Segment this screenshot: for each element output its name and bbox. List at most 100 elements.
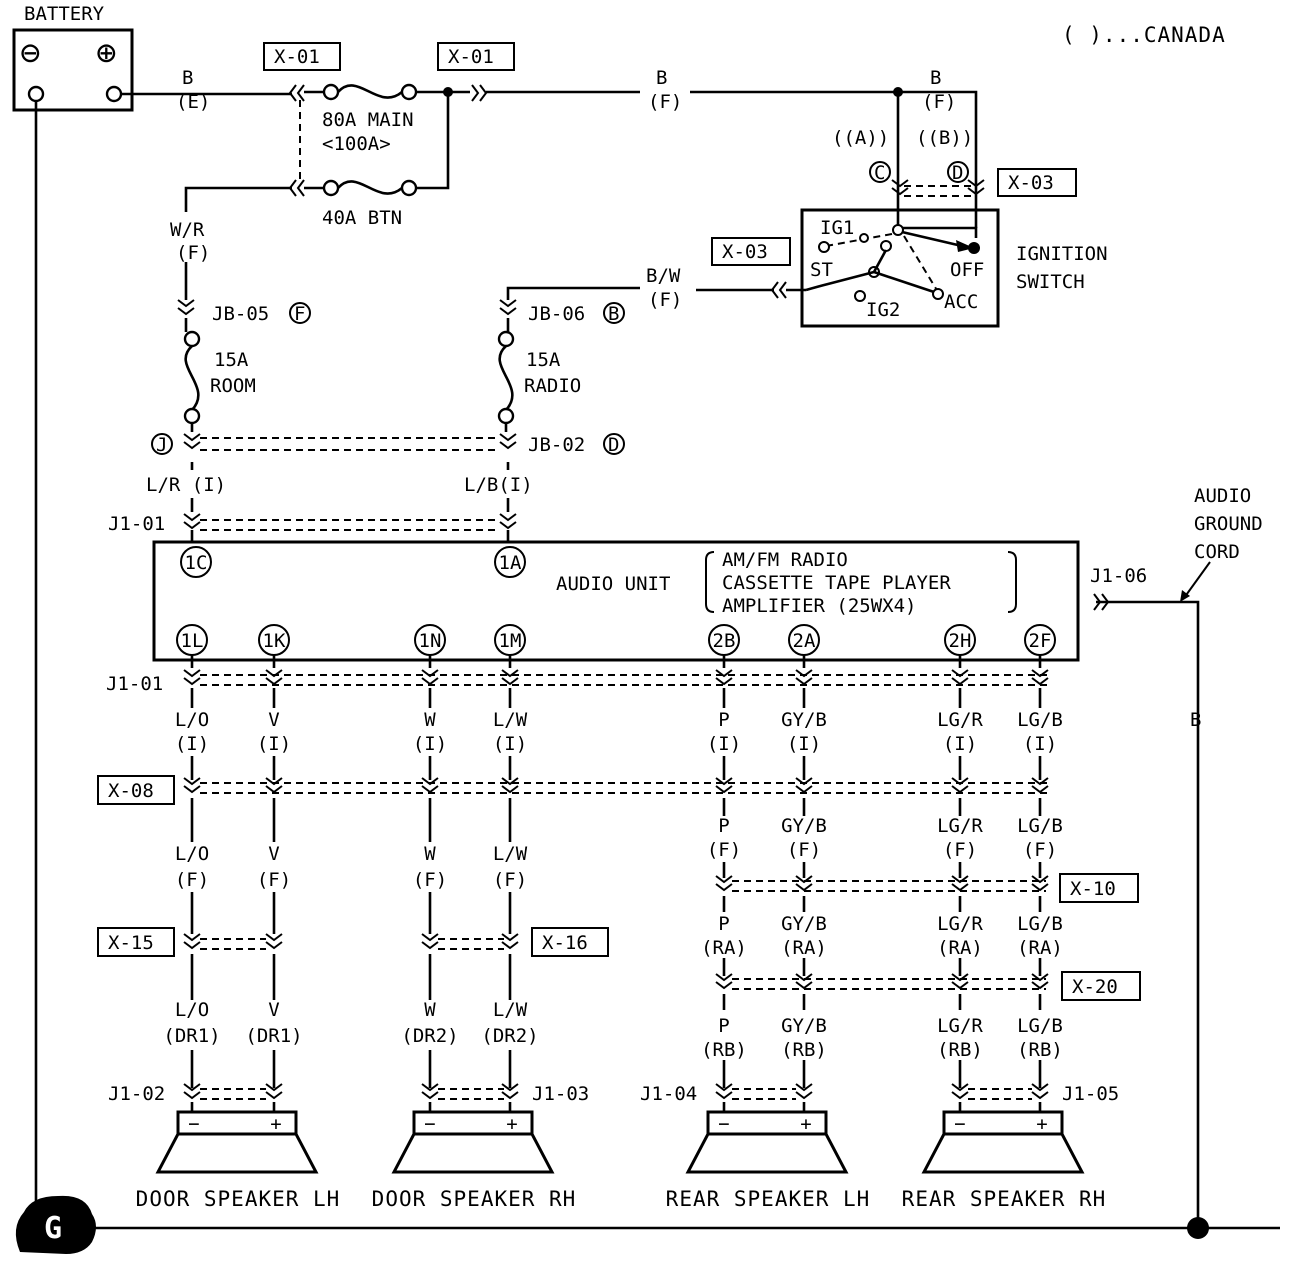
btn-fuse-terminal-left (322, 179, 340, 197)
speaker-4-cone-icon (921, 1132, 1085, 1174)
wire-6-connector-3 (795, 875, 813, 892)
wire-8-connector-4 (1031, 973, 1049, 990)
connector-x10 (1059, 873, 1139, 903)
main-fuse-rating: 80A MAIN (322, 109, 414, 131)
j-letter-circle (151, 433, 173, 455)
wire-8-code-ra: (RA) (1017, 937, 1063, 959)
wire-1-connector-1 (183, 669, 201, 686)
unit-terminal-label-2b: 2B (713, 630, 736, 652)
wire-5-code-ra: (RA) (701, 937, 747, 959)
speaker-2-minus-label: − (424, 1113, 435, 1135)
wire-3-connector-2 (421, 777, 439, 794)
wire-8-code-rb: (RB) (1017, 1039, 1063, 1061)
wire-label-bw-code: (F) (648, 289, 682, 311)
wire-4-connector-3 (501, 933, 519, 950)
connector-x03-top-label: X-03 (1008, 172, 1054, 194)
feature-cassette: CASSETTE TAPE PLAYER (722, 572, 951, 594)
battery-title: BATTERY (24, 3, 105, 25)
wire-2-code-f: (F) (257, 869, 291, 891)
j1-03-label: J1-03 (532, 1083, 589, 1105)
j1-05-dash-link (968, 1088, 1032, 1100)
connector-x16-label: X-16 (542, 932, 588, 954)
wire-3-code-f: (F) (413, 869, 447, 891)
wire-4-connector-1 (501, 669, 519, 686)
speaker-3-minus-label: − (718, 1113, 729, 1135)
wire-6-color-ra: GY/B (781, 913, 827, 935)
ground-symbol-icon: G (15, 1195, 96, 1254)
j1-06-label: J1-06 (1090, 565, 1147, 587)
ground-cord-line-2: GROUND (1194, 513, 1263, 535)
variant-b-label: ((B)) (916, 127, 973, 149)
speaker-2-plus-label: + (506, 1113, 517, 1135)
audio-ground-wire (1096, 600, 1200, 1228)
connector-x03-left-label: X-03 (722, 241, 768, 263)
main-fuse-terminal-right (400, 83, 418, 101)
ig2-label: IG2 (866, 299, 900, 321)
wire-1-connector-2 (183, 777, 201, 794)
acc-link (873, 270, 935, 294)
wire-7-color-rb: LG/R (937, 1015, 983, 1037)
wire-5-color-rb: P (718, 1015, 729, 1037)
wire-5-color-i: P (718, 709, 729, 731)
wire-7-color-i: LG/R (937, 709, 983, 731)
jb06-label: JB-06 (528, 303, 585, 325)
off-label: OFF (950, 259, 984, 281)
connector-chevron-jb06 (499, 299, 517, 316)
unit-terminal-1a (494, 546, 526, 578)
j-letter: J (156, 434, 167, 456)
wire-8-color-i: LG/B (1017, 709, 1063, 731)
wire-1-connector-3 (183, 933, 201, 950)
wire-8-color-ra: LG/B (1017, 913, 1063, 935)
j1-01-top-dash-link (200, 519, 500, 531)
battery-minus-icon: ⊖ (20, 33, 40, 73)
wire-4-connector-4 (501, 1083, 519, 1100)
connector-chevron-j1-01-right (499, 513, 517, 530)
wire-label-be-code: (E) (176, 91, 210, 113)
wire-label-wr-color: W/R (170, 219, 205, 241)
wire-7-color-ra: LG/R (937, 913, 983, 935)
battery-negative-terminal (27, 85, 45, 103)
wire-5-connector-2 (715, 777, 733, 794)
j1-04-label: J1-04 (640, 1083, 697, 1105)
unit-terminal-label-1c: 1C (185, 552, 208, 574)
speaker-1-plus-label: + (270, 1113, 281, 1135)
room-fuse-icon (184, 345, 200, 411)
ignition-title-b: SWITCH (1016, 271, 1085, 293)
wire-5-connector-4 (715, 973, 733, 990)
wire-5-color-f: P (718, 815, 729, 837)
ig2-contact (854, 290, 866, 302)
switch-blade (901, 230, 963, 248)
wire-8-connector-2 (1031, 777, 1049, 794)
connector-chevron-x01-btn (288, 179, 305, 197)
wire-3-connector-1 (421, 669, 439, 686)
btn-fuse-terminal-right (400, 179, 418, 197)
radio-fuse-icon (498, 345, 514, 411)
speaker-4-plus-label: + (1036, 1113, 1047, 1135)
jb02-letter-circle (603, 433, 625, 455)
wire-5-code-i: (I) (707, 733, 741, 755)
wire-8-color-rb: LG/B (1017, 1015, 1063, 1037)
j1-01-bottom-dash-link (200, 674, 1048, 686)
battery: BATTERY ⊖ ⊕ (12, 3, 134, 112)
wire-4-connector-2 (501, 777, 519, 794)
connector-chevron-x01-main (288, 84, 305, 102)
connector-x08 (97, 775, 175, 805)
wire-3-code-i: (I) (413, 733, 447, 755)
audio-unit: AUDIO UNIT AM/FM RADIO CASSETTE TAPE PLA… (152, 540, 1080, 662)
wire-1-color-f: L/O (175, 843, 209, 865)
wire-6-code-f: (F) (787, 839, 821, 861)
wire-label-bf1-code: (F) (648, 91, 682, 113)
jb06-letter: B (608, 303, 619, 325)
speaker-3-name: REAR SPEAKER LH (666, 1187, 871, 1211)
wire-7-connector-5 (951, 1083, 969, 1100)
ground-cord-pointer-arrow-icon (1180, 590, 1190, 602)
feature-radio: AM/FM RADIO (722, 549, 848, 571)
st-label: ST (810, 259, 833, 281)
wire-8-code-i: (I) (1023, 733, 1057, 755)
unit-terminal-label-1a: 1A (499, 552, 522, 574)
connector-x01-left (263, 42, 341, 71)
pin-d-label: D (952, 162, 963, 184)
connector-chevron-x01-right (471, 84, 488, 102)
connector-x03-left (711, 237, 791, 266)
